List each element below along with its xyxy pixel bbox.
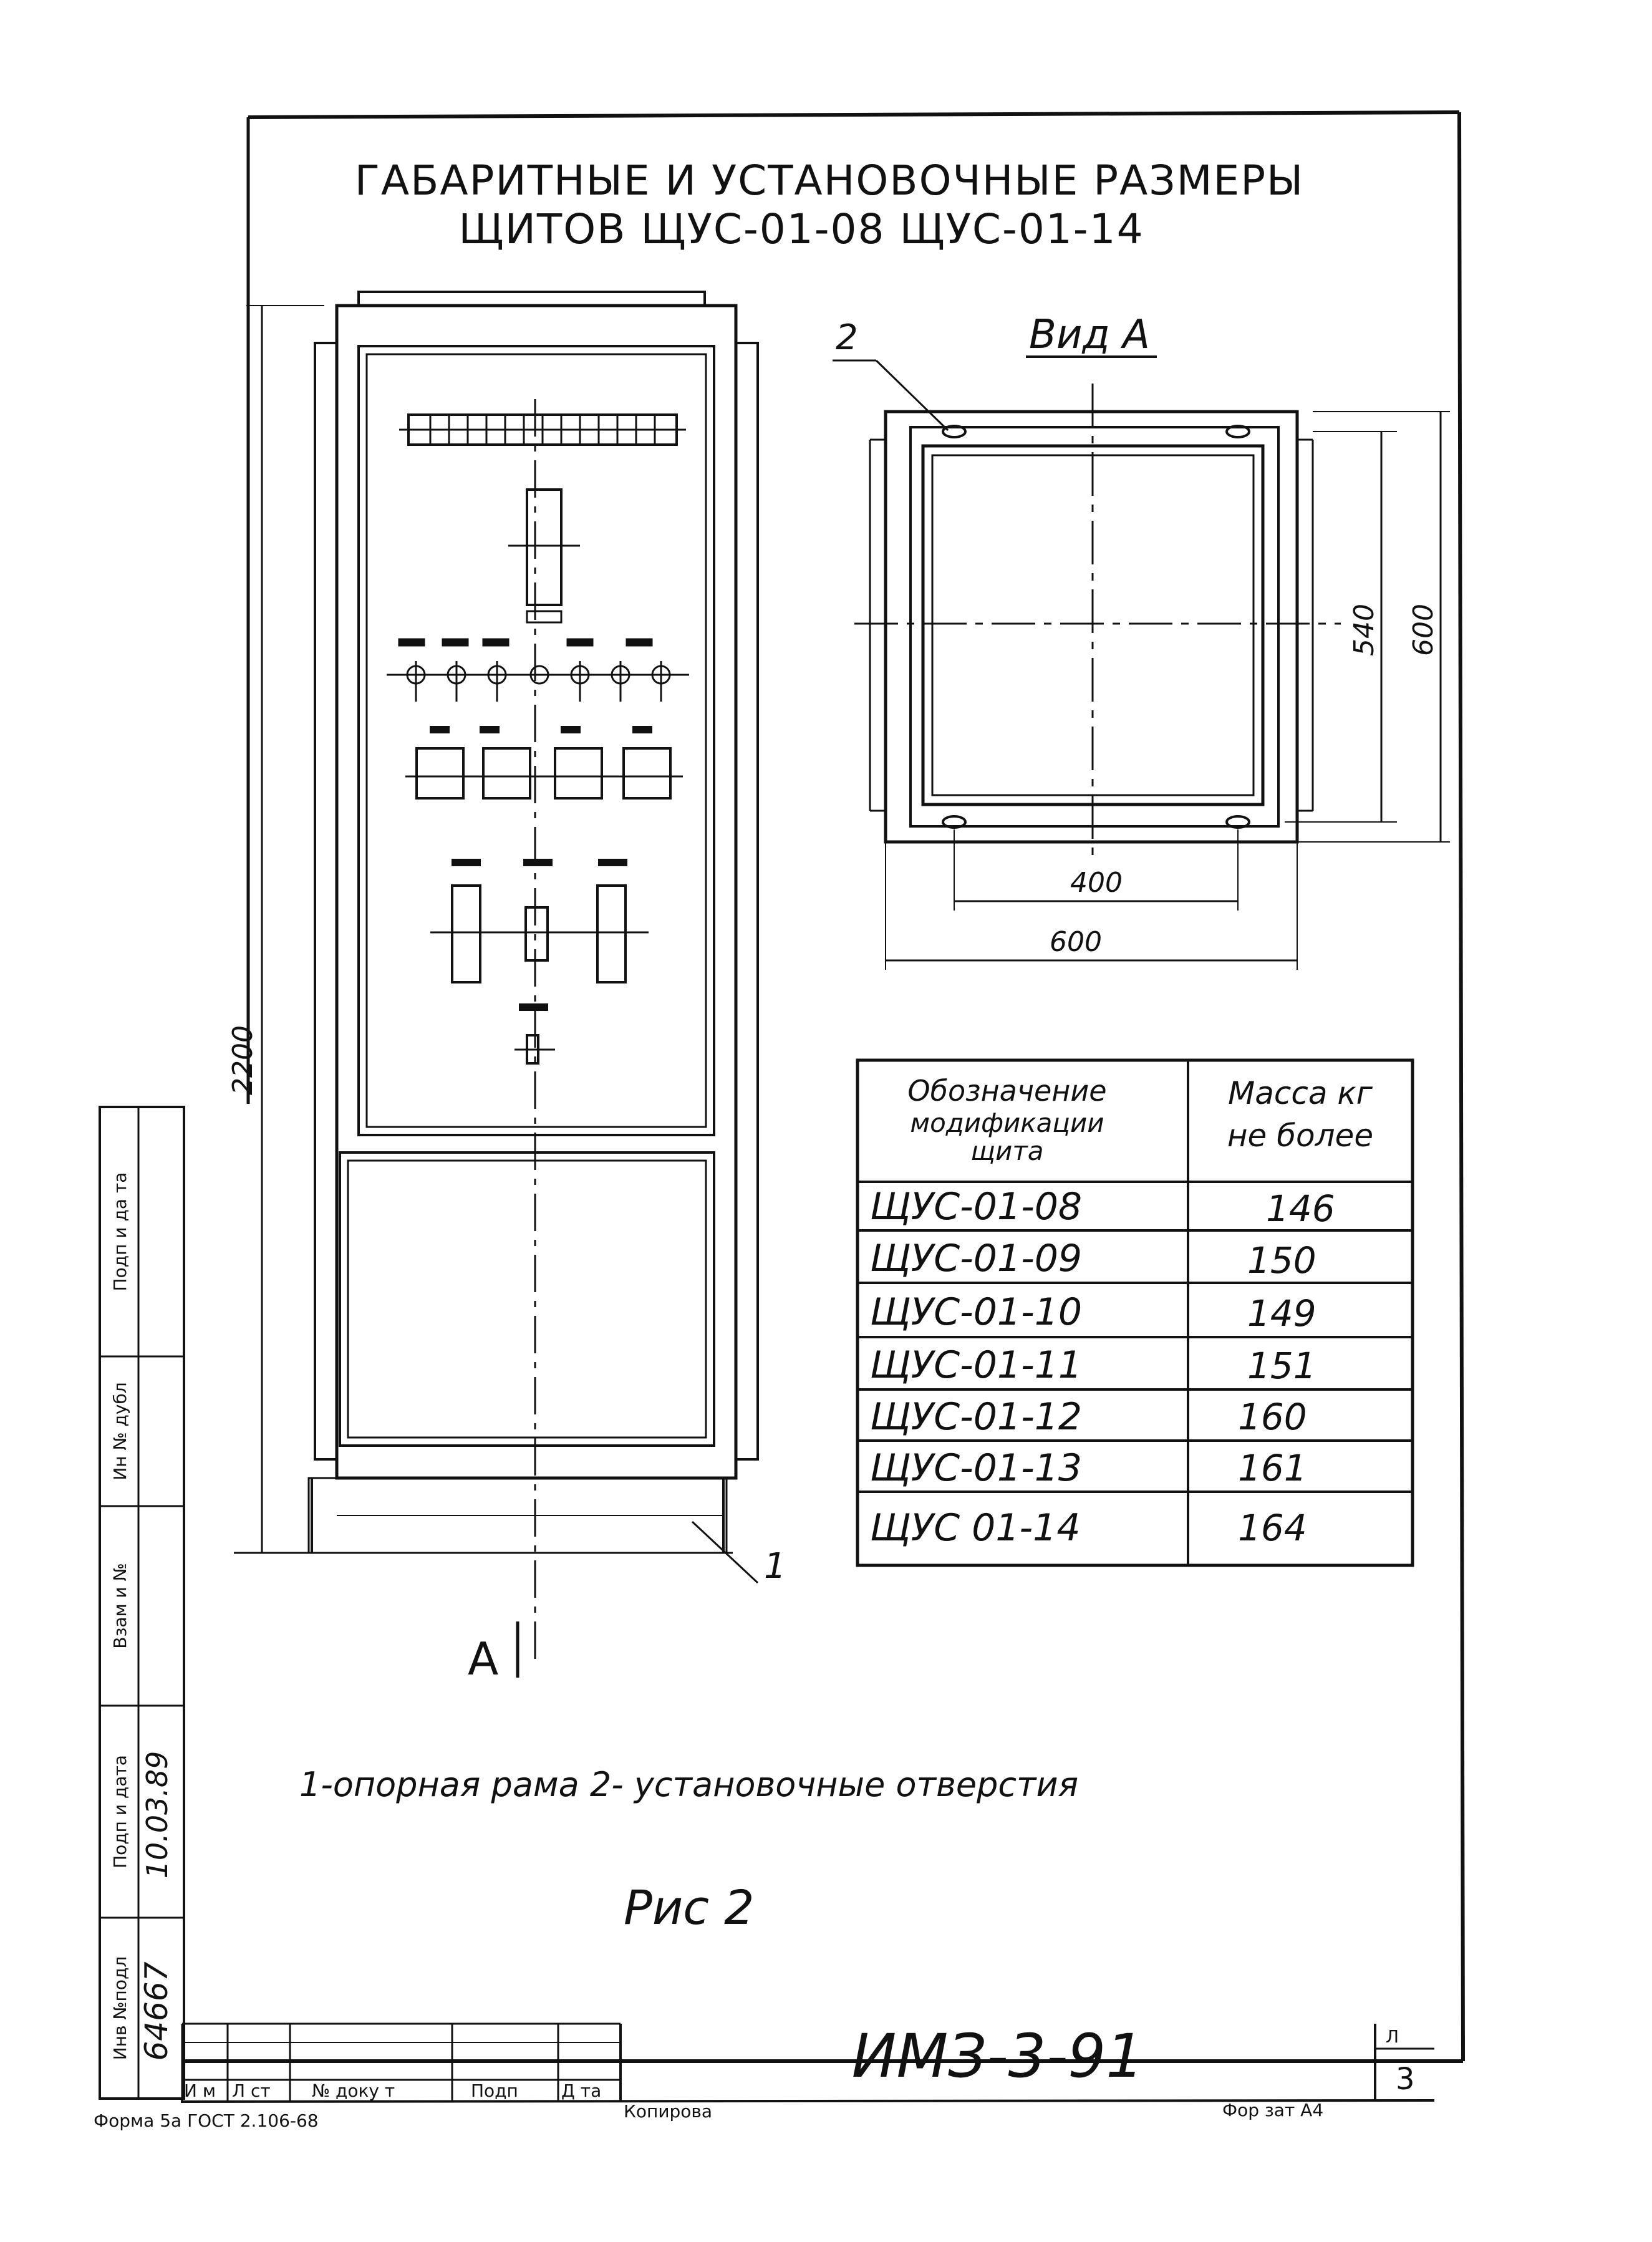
format-label: Фор зат А4 <box>1222 2100 1323 2120</box>
mounting-holes <box>942 425 1250 829</box>
copied-label: Копирова <box>624 2101 712 2122</box>
col-sign-label: Подп <box>471 2080 518 2101</box>
dim-540-label: 540 <box>1348 604 1380 656</box>
figure-label: Рис 2 <box>624 1880 755 1935</box>
header-mass-line-1: Масса кг <box>1228 1075 1373 1111</box>
stamp-inv-value: 64667 <box>138 1961 175 2061</box>
table-row-designation: ЩУС-01-09 <box>870 1237 1082 1280</box>
document-designation: ИМЗ-3-91 <box>852 2021 1144 2091</box>
title-line-2: ЩИТОВ ЩУС-01-08 ЩУС-01-14 <box>458 205 1144 253</box>
table-row-mass: 146 <box>1266 1187 1335 1230</box>
title-block: И м Л ст № доку т Подп Д та ИМЗ-3-91 Л 3 <box>181 2021 1434 2102</box>
view-a-title: Вид А <box>1029 312 1150 358</box>
header-mass-line-2: не более <box>1227 1118 1373 1154</box>
side-stamp: Инв №подл Подп и дата Взам и № Ин № дубл… <box>99 1106 185 2100</box>
table-row-designation: ЩУС-01-11 <box>870 1343 1082 1387</box>
table-row-mass: 151 <box>1247 1345 1316 1387</box>
table-row-mass: 150 <box>1247 1239 1316 1282</box>
header-designation-line-1: Обозначение <box>907 1074 1106 1108</box>
stamp-label-inv: Инв №подл <box>110 1956 130 2060</box>
cabinet-body <box>335 304 738 1480</box>
dim-400-label: 400 <box>1070 867 1123 899</box>
stamp-sign-value: 10.03.89 <box>140 1751 174 1879</box>
table-row-designation: ЩУС-01-12 <box>870 1395 1082 1439</box>
table-row-designation: ЩУС 01-14 <box>870 1506 1081 1550</box>
support-frame <box>307 1477 728 1554</box>
upper-door <box>365 353 707 1128</box>
front-view: 2200 <box>227 291 786 1685</box>
stamp-label-sign-date: Подп и дата <box>110 1755 130 1868</box>
sheet-border <box>180 110 1465 2103</box>
dim-600-depth-label: 600 <box>1408 604 1439 656</box>
col-izm-label: И м <box>184 2080 216 2101</box>
col-date-label: Д та <box>561 2080 601 2101</box>
table-row-mass: 149 <box>1247 1292 1316 1335</box>
table-row-mass: 161 <box>1238 1447 1307 1489</box>
small-device <box>514 1003 555 1065</box>
col-list-label: Л ст <box>232 2080 271 2101</box>
fuse-row <box>430 859 649 983</box>
stamp-label-dup: Ин № дубл <box>110 1382 130 1480</box>
header-designation-line-2: модификации <box>910 1108 1104 1138</box>
table-row-mass: 160 <box>1238 1396 1307 1438</box>
title-line-1: ГАБАРИТНЫЕ И УСТАНОВОЧНЫЕ РАЗМЕРЫ <box>355 157 1305 205</box>
meter-row <box>405 726 683 800</box>
table-row-designation: ЩУС-01-13 <box>870 1446 1082 1490</box>
legend-text: 1-опорная рама 2- установочные отверстия <box>299 1765 1078 1804</box>
table-row-designation: ЩУС-01-10 <box>870 1290 1082 1334</box>
section-mark-a: A <box>468 1633 498 1685</box>
dim-600-width-label: 600 <box>1050 926 1102 958</box>
table-row-mass: 164 <box>1238 1507 1307 1549</box>
stamp-label-replace: Взам и № <box>110 1563 130 1649</box>
stamp-label-sign-date-2: Подп и да та <box>110 1172 130 1292</box>
callout-2: 2 <box>836 317 858 358</box>
mass-table: Обозначение модификации щита Масса кг не… <box>856 1058 1414 1567</box>
callout-1: 1 <box>764 1546 786 1587</box>
main-switch <box>508 488 580 624</box>
header-designation-line-3: щита <box>970 1136 1043 1166</box>
sheet-label: Л <box>1386 2026 1399 2047</box>
form-text: Форма 5а ГОСТ 2.106-68 <box>94 2110 319 2131</box>
col-doc-label: № доку т <box>312 2080 395 2101</box>
view-a: Вид А 2 540 <box>833 312 1450 970</box>
table-row-designation: ЩУС-01-08 <box>870 1185 1082 1229</box>
height-dimension-label: 2200 <box>227 1025 259 1095</box>
lower-door <box>347 1159 707 1439</box>
sheet-number: 3 <box>1396 2062 1415 2097</box>
round-switch-row <box>387 638 689 702</box>
